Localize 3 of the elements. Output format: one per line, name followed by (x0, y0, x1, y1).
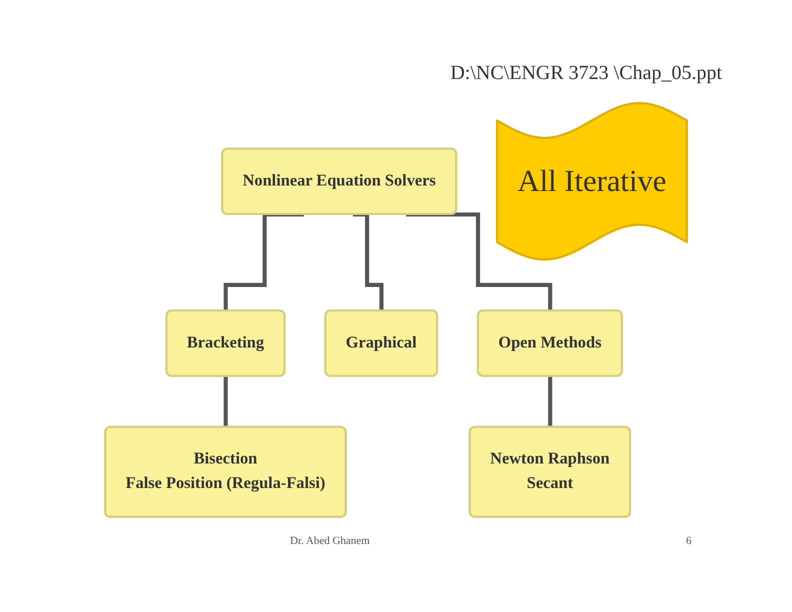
file-path-header: D:\NC\ENGR 3723 \Chap_05.ppt (450, 62, 722, 85)
page-number: 6 (686, 535, 692, 547)
author-footer: Dr. Abed Ghanem (290, 535, 370, 547)
